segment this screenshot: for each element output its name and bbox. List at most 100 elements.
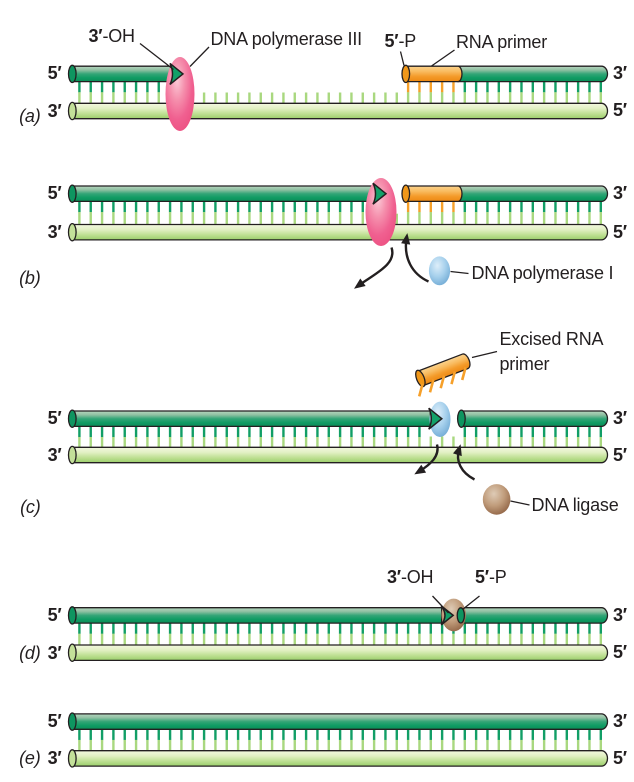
excised-rna-primer-ticks — [417, 367, 467, 397]
label-text: -OH — [400, 567, 434, 587]
label-text: 5′ — [47, 183, 62, 204]
label-text: 3′ — [387, 567, 401, 587]
template-strand-b — [71, 223, 609, 241]
label-text: (b) — [19, 267, 41, 288]
dna-ligase-blob — [482, 484, 511, 515]
base-pair-ticks-e — [78, 728, 603, 752]
strand-arrowhead-c — [428, 407, 443, 430]
leader-line-1 — [189, 46, 210, 67]
strand-arrowhead-b — [372, 182, 388, 205]
curved-arrow-head-3 — [452, 444, 462, 457]
dna-polymerase-i-blob — [428, 256, 451, 286]
label-text: (c) — [20, 496, 41, 517]
label-text: 3′ — [613, 408, 627, 429]
label-c-right-5: 5′ — [613, 443, 627, 468]
label-d-right-5: 5′ — [613, 640, 627, 665]
new-strand-b-0-end-cap — [67, 184, 77, 203]
label-text: 5′ — [47, 408, 62, 429]
template-strand-c-end-cap — [67, 445, 77, 465]
label-text: 3′ — [47, 444, 62, 465]
label-a-3-oh: 3′-OH — [88, 24, 136, 49]
excised-rna-primer-body-end-cap — [415, 369, 426, 388]
template-strand-d-end-cap — [67, 643, 77, 662]
base-pair-ticks-a — [78, 81, 603, 104]
label-b-right-3: 3′ — [613, 181, 627, 206]
label-e-right-3: 3′ — [613, 709, 627, 734]
label-e-left-5: 5′ — [48, 709, 62, 734]
label-b-left-3: 3′ — [48, 220, 62, 245]
label-a-right-5: 5′ — [613, 98, 627, 123]
label-text: 3′ — [88, 26, 103, 46]
new-strand-d-0-end-cap — [67, 606, 77, 625]
leader-line-2 — [399, 51, 405, 66]
new-strand-c-1 — [460, 410, 609, 428]
rna-primer-rod-a-1 — [405, 65, 463, 83]
label-text: DNA polymerase I — [471, 263, 614, 283]
new-strand-a-under0 — [457, 65, 609, 83]
label-b-left-5: 5′ — [48, 181, 62, 206]
label-d-right-3: 3′ — [613, 603, 627, 628]
label-text: (a) — [19, 105, 41, 126]
label-text: (e) — [19, 748, 41, 768]
strand-end-cap-over-d — [456, 607, 466, 624]
label-text: -P — [488, 567, 507, 587]
new-strand-c-0-end-cap — [67, 409, 77, 428]
panel-d — [67, 598, 609, 662]
leader-line-0 — [139, 42, 174, 71]
base-pair-ticks-b — [78, 201, 603, 226]
label-e-left-3: 3′ — [48, 746, 62, 771]
template-strand-e-end-cap — [67, 749, 77, 768]
template-strand-b-end-cap — [67, 222, 77, 242]
new-strand-b-0 — [71, 185, 376, 203]
leader-line-8 — [462, 595, 480, 611]
panel-b — [67, 178, 609, 286]
new-strand-b-under0 — [457, 185, 609, 203]
label-text: 5′ — [613, 444, 627, 465]
leader-line-4 — [450, 270, 469, 275]
label-b-panel-letter: (b) — [19, 266, 41, 291]
new-strand-c-0 — [71, 410, 431, 428]
leader-line-3 — [431, 49, 455, 67]
panel-c — [67, 401, 609, 515]
label-text: 3′ — [47, 100, 62, 121]
label-a-dna-polymerase-iii: DNA polymerase III — [211, 27, 363, 52]
label-a-rna-primer: RNA primer — [456, 30, 547, 55]
label-b-dna-polymerase-i: DNA polymerase I — [472, 261, 614, 286]
base-pair-ticks-c — [78, 426, 603, 448]
new-strand-a-0-end-cap — [67, 64, 77, 84]
label-text: 3′ — [47, 221, 62, 242]
label-text: 3′ — [47, 748, 62, 768]
label-e-right-5: 5′ — [613, 746, 627, 771]
rna-primer-rod-b-1 — [405, 185, 463, 203]
excised-rna-primer-body — [416, 353, 471, 387]
leader-lines — [139, 42, 530, 614]
template-strand-a — [71, 102, 609, 120]
label-e-panel-letter: (e) — [19, 746, 41, 771]
label-c-left-3: 3′ — [48, 443, 62, 468]
label-text: DNA ligase — [531, 495, 619, 515]
panel-e — [67, 712, 609, 768]
label-a-left-3: 3′ — [48, 99, 62, 124]
new-strand-d-under0 — [451, 607, 609, 624]
rna-primer-rod-b-1-end-cap — [401, 184, 411, 203]
new-strand-c-1-end-cap — [456, 409, 466, 428]
curved-arrow-head-0 — [354, 278, 366, 289]
label-text: RNA primer — [456, 32, 548, 52]
label-text: primer — [499, 354, 550, 374]
new-strand-a-0 — [71, 65, 173, 83]
label-text: 3′ — [47, 642, 62, 663]
curved-arrow-1 — [404, 238, 430, 283]
label-text: 5′ — [47, 63, 62, 84]
label-a-left-5: 5′ — [48, 61, 62, 86]
label-a-panel-letter: (a) — [19, 104, 41, 129]
leader-line-6 — [510, 500, 530, 506]
rna-primer-rod-a-1-end-cap — [401, 64, 411, 84]
label-text: 5′ — [613, 748, 627, 768]
label-text: 5′ — [613, 221, 627, 242]
leader-line-7 — [432, 595, 449, 614]
label-c-right-3: 3′ — [613, 406, 627, 431]
label-d-panel-letter: (d) — [19, 641, 41, 666]
label-text: 3′ — [613, 604, 627, 625]
